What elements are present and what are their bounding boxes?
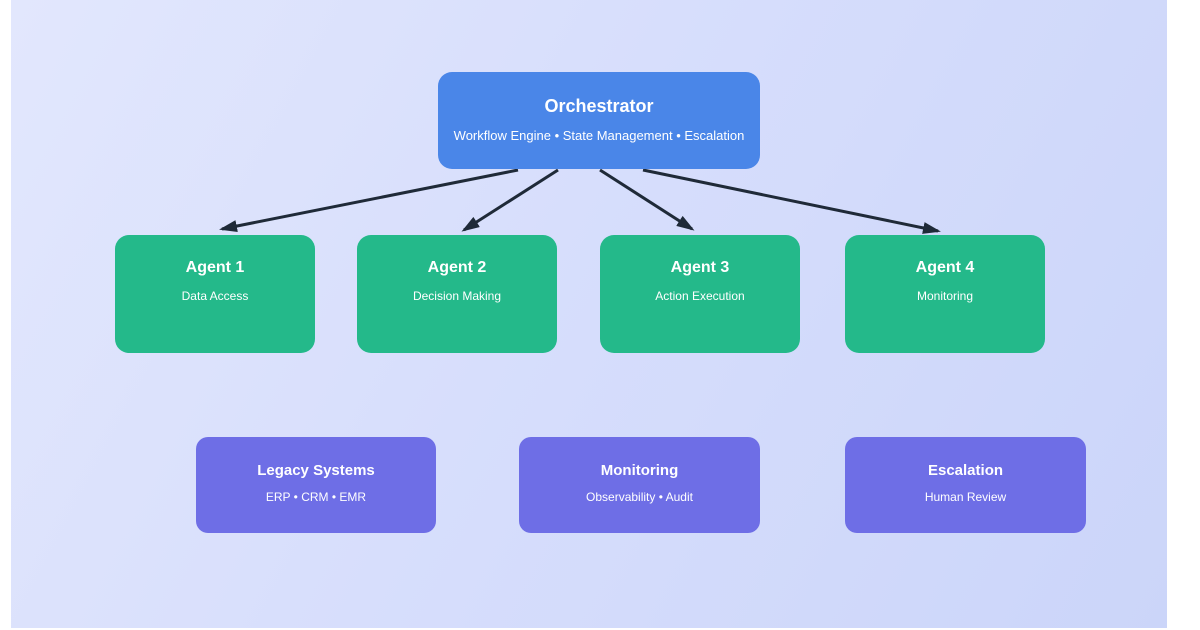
escalation-subtitle: Human Review — [924, 490, 1007, 504]
agent-2-subtitle: Decision Making — [412, 289, 502, 303]
agent-1-title: Agent 1 — [185, 259, 245, 276]
agent-2-title: Agent 2 — [427, 259, 487, 276]
escalation-title: Escalation — [927, 462, 1004, 479]
monitoring-title: Monitoring — [600, 462, 679, 479]
agent-1-subtitle: Data Access — [181, 289, 249, 303]
escalation-node: Escalation Human Review — [845, 437, 1086, 533]
agent-4-title: Agent 4 — [915, 259, 975, 276]
legacy-systems-subtitle: ERP • CRM • EMR — [265, 490, 367, 504]
legacy-systems-title: Legacy Systems — [257, 462, 375, 479]
monitoring-node: Monitoring Observability • Audit — [519, 437, 760, 533]
orchestrator-subtitle: Workflow Engine • State Management • Esc… — [453, 128, 745, 143]
agent-3-node: Agent 3 Action Execution — [600, 235, 800, 353]
agent-3-subtitle: Action Execution — [655, 289, 745, 303]
orchestrator-title: Orchestrator — [544, 96, 654, 116]
monitoring-subtitle: Observability • Audit — [586, 490, 693, 504]
agent-3-title: Agent 3 — [670, 259, 730, 276]
agent-1-node: Agent 1 Data Access — [115, 235, 315, 353]
agent-2-node: Agent 2 Decision Making — [357, 235, 557, 353]
agent-4-node: Agent 4 Monitoring — [845, 235, 1045, 353]
orchestrator-node: Orchestrator Workflow Engine • State Man… — [438, 72, 760, 169]
agent-4-subtitle: Monitoring — [916, 289, 974, 303]
legacy-systems-node: Legacy Systems ERP • CRM • EMR — [196, 437, 436, 533]
